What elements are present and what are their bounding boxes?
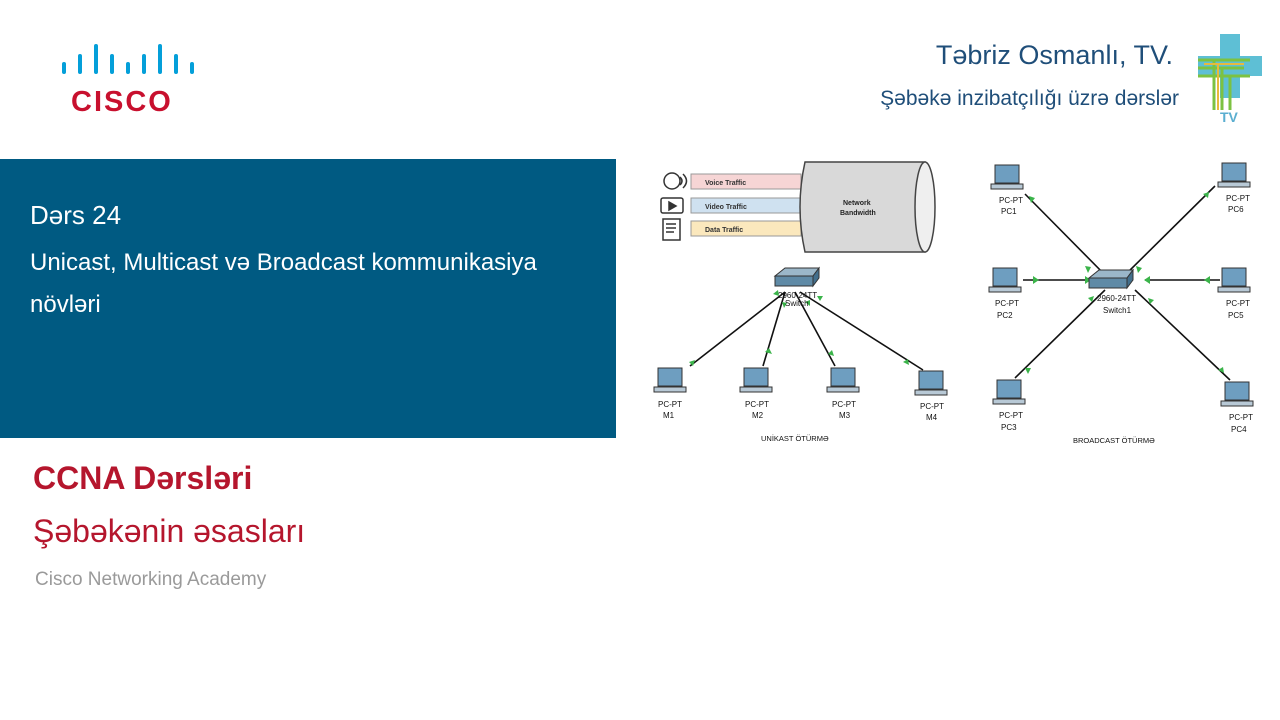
pc-name: M1 <box>663 411 675 420</box>
pc-type: PC-PT <box>999 411 1023 420</box>
pc-icon <box>914 370 948 396</box>
pc-name: M4 <box>926 413 938 422</box>
author-name: Təbriz Osmanlı, TV. <box>935 40 1173 70</box>
pc-type: PC-PT <box>1226 194 1250 203</box>
bandwidth-diagram: Voice Traffic Video Traffic Data Traffic… <box>655 157 945 257</box>
course-subtitle: Şəbəkənin əsasları <box>33 513 306 549</box>
unicast-caption: UNİKAST ÖTÜRMƏ <box>761 434 829 443</box>
switch-icon <box>773 266 820 288</box>
pc-type: PC-PT <box>1226 299 1250 308</box>
svg-text:TV: TV <box>1220 109 1239 125</box>
pc-type: PC-PT <box>920 402 944 411</box>
pc-name: PC4 <box>1231 425 1247 434</box>
pc-name: PC5 <box>1228 311 1244 320</box>
pc-name: PC6 <box>1228 205 1244 214</box>
pc-icon <box>1220 381 1254 407</box>
pc-icon <box>990 164 1024 190</box>
course-title: CCNA Dərsləri <box>33 460 253 496</box>
unicast-diagram: 2960-24TT Switch PC-PT M1 PC-PT M2 PC-PT… <box>645 258 955 448</box>
speaker-icon <box>663 172 688 190</box>
pc-name: PC2 <box>997 311 1013 320</box>
pc-icon <box>988 267 1022 293</box>
channel-logo: TV <box>1190 30 1270 125</box>
switch-icon <box>1087 268 1134 290</box>
pipe-label: Network <box>843 200 871 207</box>
broadcast-caption: BROADCAST ÖTÜRMƏ <box>1073 436 1155 445</box>
pc-type: PC-PT <box>1229 413 1253 422</box>
lesson-panel <box>0 159 616 438</box>
pc-type: PC-PT <box>999 196 1023 205</box>
switch-model: 2960-24TT <box>778 291 817 300</box>
pipe-label: Bandwidth <box>840 210 876 217</box>
pc-icon <box>992 379 1026 405</box>
pc-name: PC3 <box>1001 423 1017 432</box>
pc-icon <box>653 367 687 393</box>
traffic-label: Video Traffic <box>705 204 747 211</box>
traffic-label: Voice Traffic <box>705 180 746 187</box>
pc-icon <box>1217 162 1251 188</box>
pc-name: M2 <box>752 411 764 420</box>
pc-icon <box>1217 267 1251 293</box>
pc-icon <box>826 367 860 393</box>
switch-name: Switch <box>785 299 809 308</box>
switch-model: 2960-24TT <box>1097 294 1136 303</box>
video-icon <box>660 197 684 214</box>
pc-type: PC-PT <box>832 400 856 409</box>
pc-name: PC1 <box>1001 207 1017 216</box>
document-icon <box>662 218 681 241</box>
pc-type: PC-PT <box>658 400 682 409</box>
pc-name: M3 <box>839 411 851 420</box>
svg-text:CISCO: CISCO <box>71 86 173 118</box>
cisco-logo: CISCO <box>58 40 198 120</box>
traffic-label: Data Traffic <box>705 227 743 234</box>
lesson-title: Unicast, Multicast və Broadcast kommunik… <box>30 249 537 318</box>
academy-label: Cisco Networking Academy <box>35 569 267 590</box>
pc-type: PC-PT <box>995 299 1019 308</box>
pc-type: PC-PT <box>745 400 769 409</box>
pc-icon <box>739 367 773 393</box>
lesson-number: Dərs 24 <box>30 200 122 230</box>
switch-name: Switch1 <box>1103 306 1132 315</box>
broadcast-diagram: 2960-24TT Switch1 PC-PT PC1 PC-PT PC6 PC… <box>985 158 1260 448</box>
channel-subtitle: Şəbəkə inzibatçılığı üzrə dərslər <box>880 87 1179 110</box>
